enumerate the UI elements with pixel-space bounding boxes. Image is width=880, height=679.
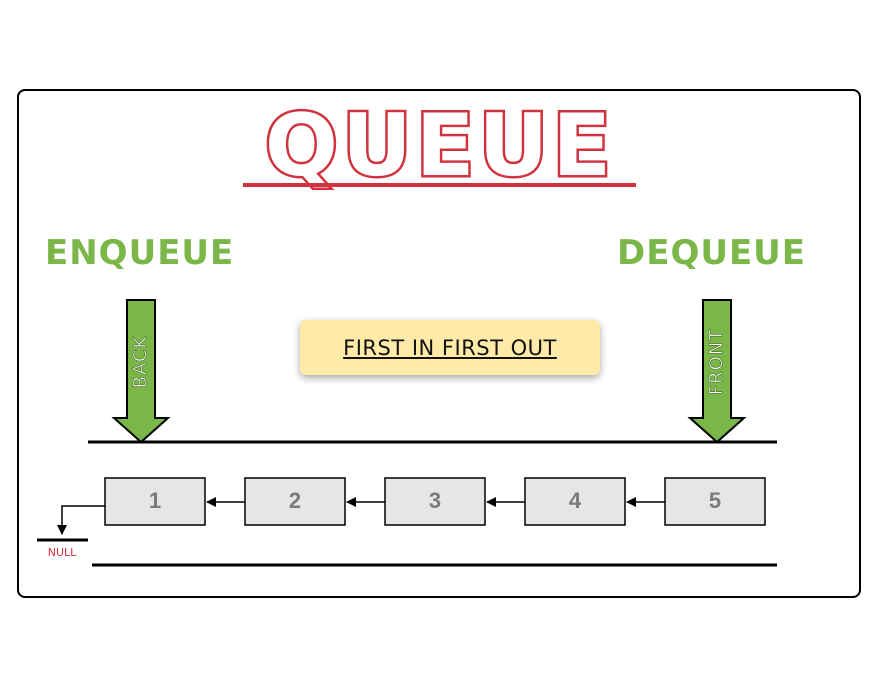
null-label: NULL bbox=[48, 546, 77, 559]
node-4: 4 bbox=[524, 477, 626, 526]
node-5: 5 bbox=[664, 477, 766, 526]
queue-title: QUEUE bbox=[262, 94, 616, 199]
front-arrow-icon bbox=[687, 299, 747, 444]
node-value: 5 bbox=[709, 488, 721, 513]
fifo-label: FIRST IN FIRST OUT bbox=[343, 335, 557, 360]
front-arrow-label: FRONT bbox=[706, 329, 727, 396]
node-2: 2 bbox=[244, 477, 346, 526]
node-value: 4 bbox=[569, 488, 582, 513]
node-value: 1 bbox=[149, 488, 161, 513]
back-arrow-label: BACK bbox=[130, 335, 151, 388]
node-value: 3 bbox=[429, 488, 441, 513]
node-3: 3 bbox=[384, 477, 486, 526]
enqueue-label: ENQUEUE bbox=[45, 233, 235, 273]
back-arrow-icon bbox=[111, 299, 171, 444]
node-1: 1 bbox=[104, 477, 206, 526]
dequeue-label: DEQUEUE bbox=[617, 233, 807, 273]
node-list: 1 2 3 4 5 bbox=[104, 477, 766, 526]
title-underline bbox=[243, 183, 636, 187]
null-pointer-icon bbox=[57, 505, 105, 535]
node-value: 2 bbox=[289, 488, 301, 513]
fifo-box: FIRST IN FIRST OUT bbox=[300, 320, 600, 375]
